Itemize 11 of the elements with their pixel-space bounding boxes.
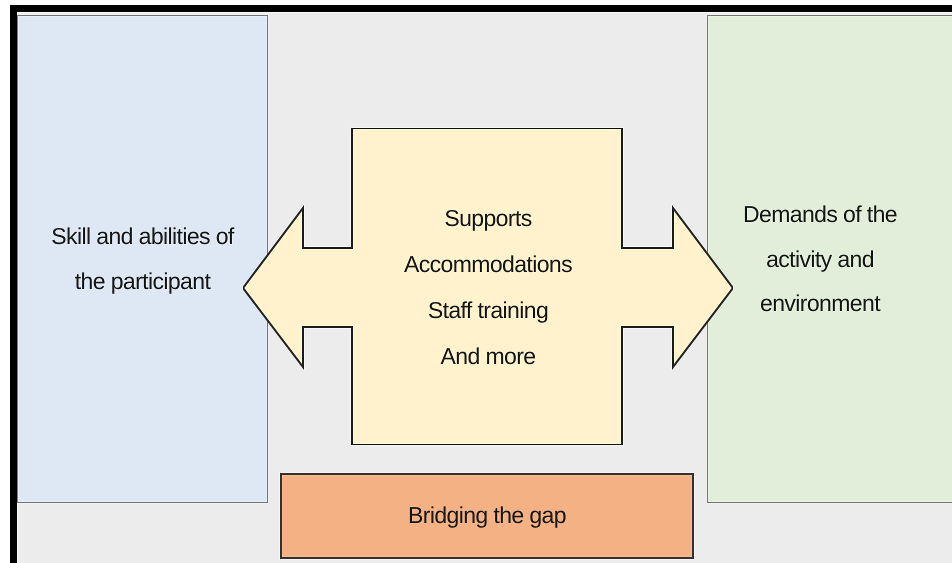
node-text: Bridging the gap: [408, 502, 566, 530]
node-text: Demands of the activity and environment: [742, 200, 898, 318]
node-text: Supports: [444, 204, 532, 233]
text-panel: [707, 15, 952, 503]
text-panel: [17, 15, 268, 503]
text-panel: [280, 473, 694, 559]
double-arrow-box: [243, 128, 733, 445]
node-text: Skill and abilities of the participant: [50, 222, 236, 296]
node-text: Accommodations: [404, 250, 572, 278]
node-text: Staff training: [428, 296, 548, 325]
node-text: And more: [440, 342, 536, 370]
